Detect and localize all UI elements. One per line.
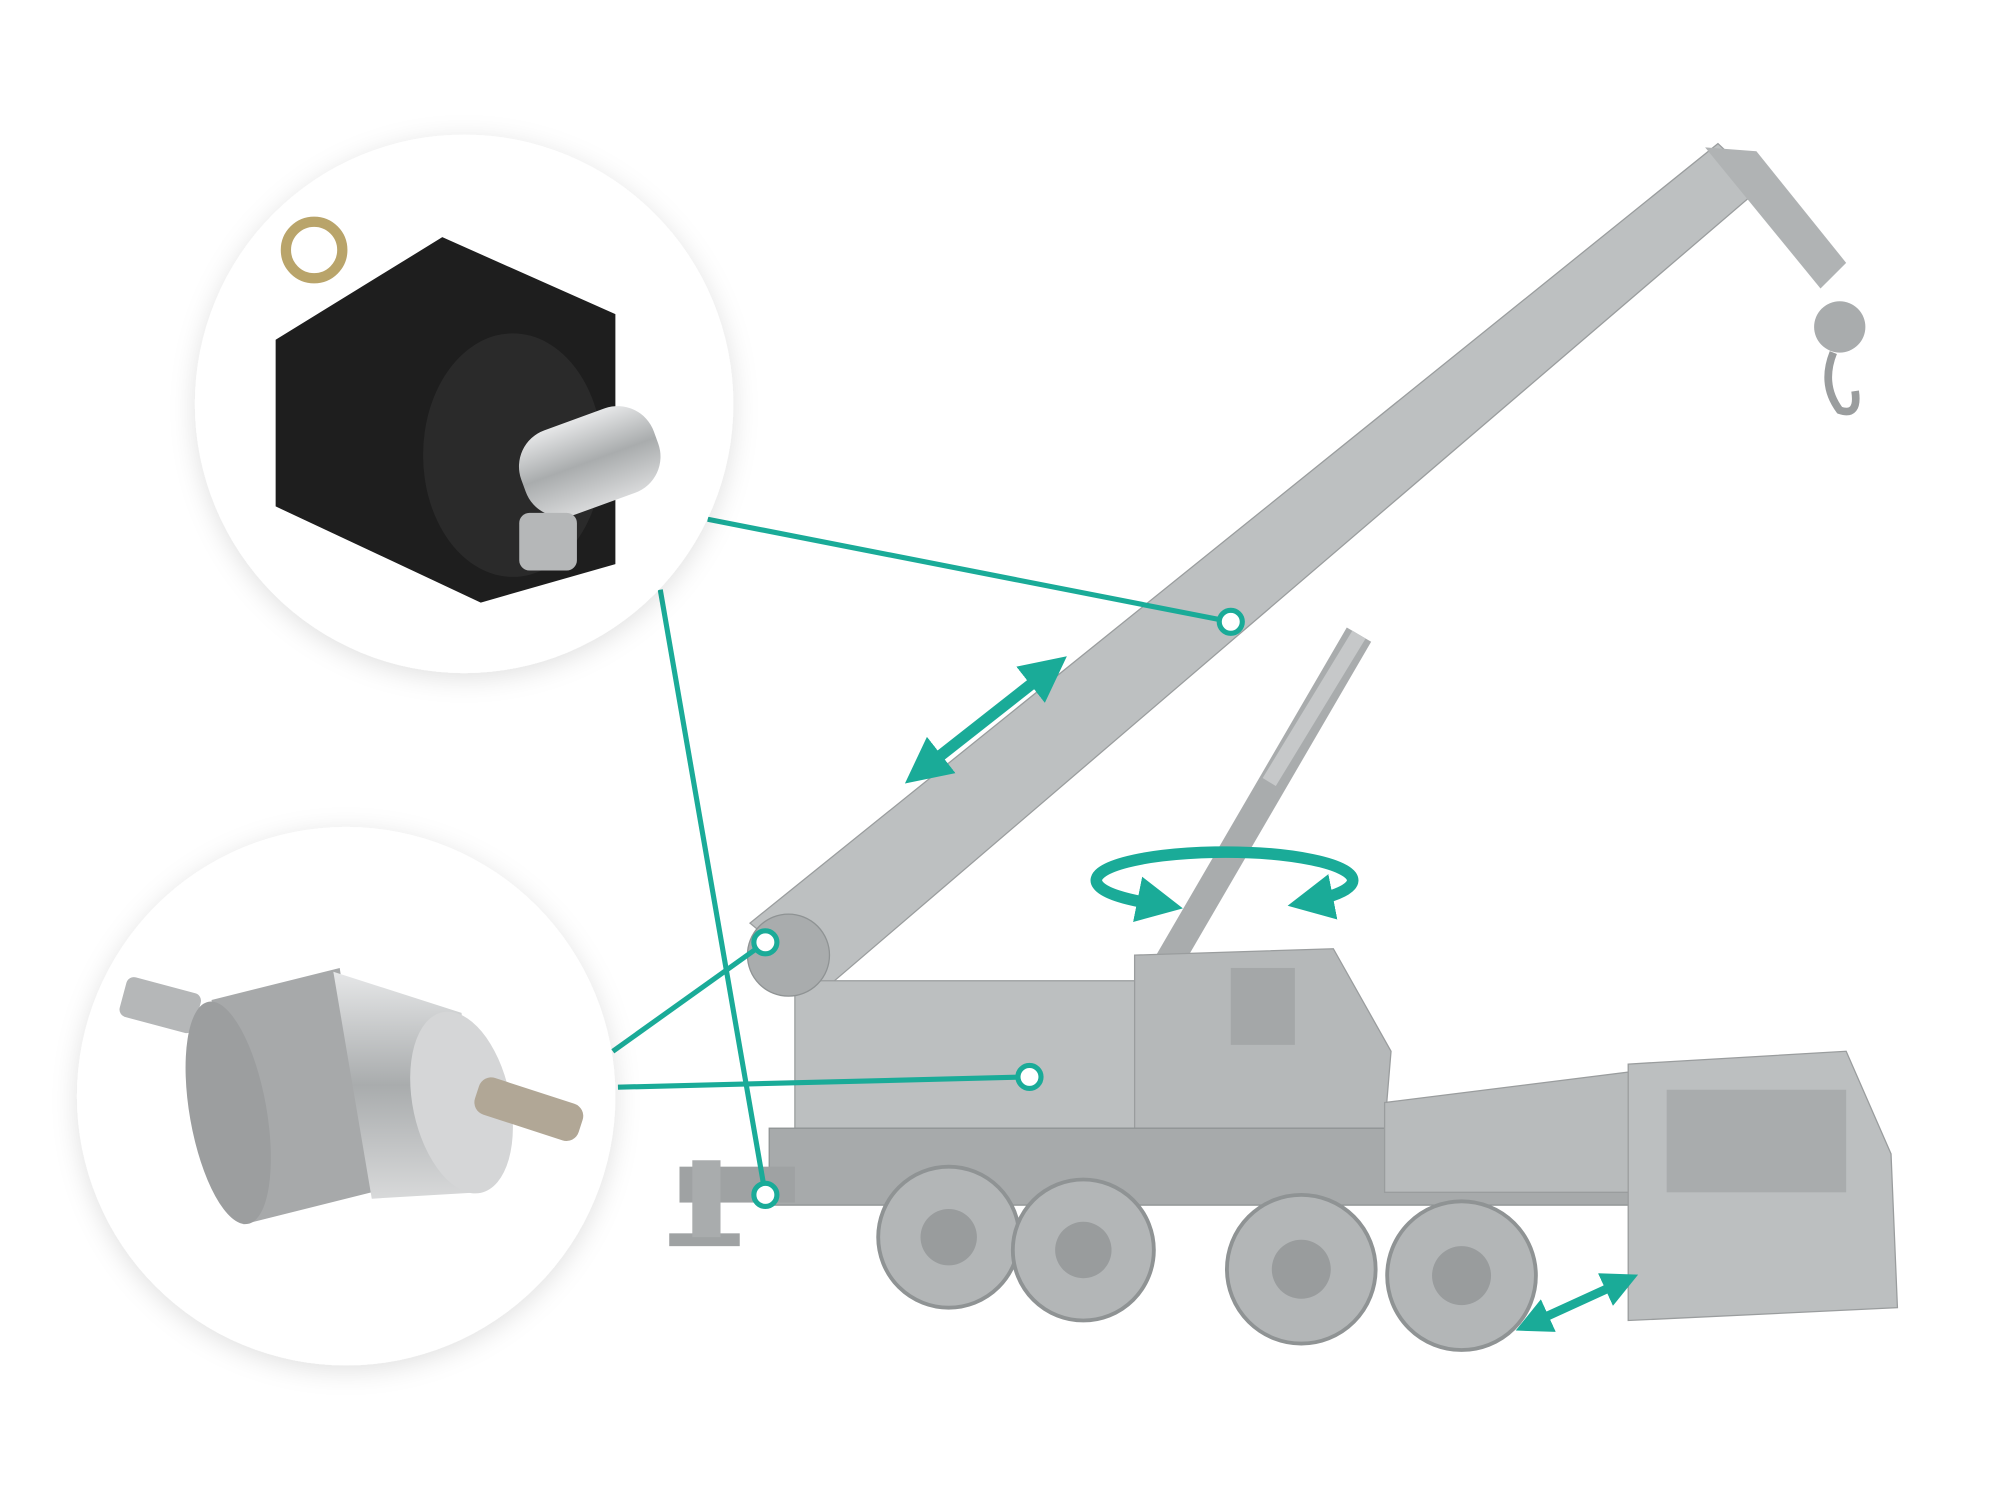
crane [669,142,1899,1352]
connector-line [657,589,768,1196]
circle-marker-icon [1216,607,1245,636]
boom-head [1705,147,1847,289]
slewing-arrow-icon-start [1133,876,1183,922]
outrigger-leg [692,1160,721,1238]
rotary-encoder-callout [76,826,616,1366]
rotary-encoder-image [119,967,584,1225]
connector-line [617,1074,1030,1090]
slewing-arrow-icon [1090,846,1359,920]
truck-windshield [1666,1089,1847,1193]
motion-arrows [904,656,1639,1332]
connector-lines [611,516,1232,1196]
connector-line [707,516,1232,625]
hook [1824,351,1860,416]
ring-icon [280,216,348,284]
circle-marker-icon [1015,1062,1044,1092]
circle-marker-icon [751,1180,780,1209]
draw-wire-sensor-image [275,216,661,603]
outrigger-pad [669,1233,740,1247]
hook-block [1814,301,1866,353]
circle-marker-icon [751,928,780,957]
connector-line [611,940,767,1054]
draw-wire-sensor-callout [194,134,734,674]
boom [748,142,1764,989]
cylinder-rod [1262,630,1366,787]
boom-extension-arrow-icon [904,656,1067,784]
superstructure [794,980,1142,1129]
outrigger-arrow-icon [1515,1273,1639,1332]
wheels [876,1164,1538,1352]
measuring-points [751,607,1245,1209]
carrier-deck [1383,1069,1642,1193]
cab-window [1230,967,1295,1045]
